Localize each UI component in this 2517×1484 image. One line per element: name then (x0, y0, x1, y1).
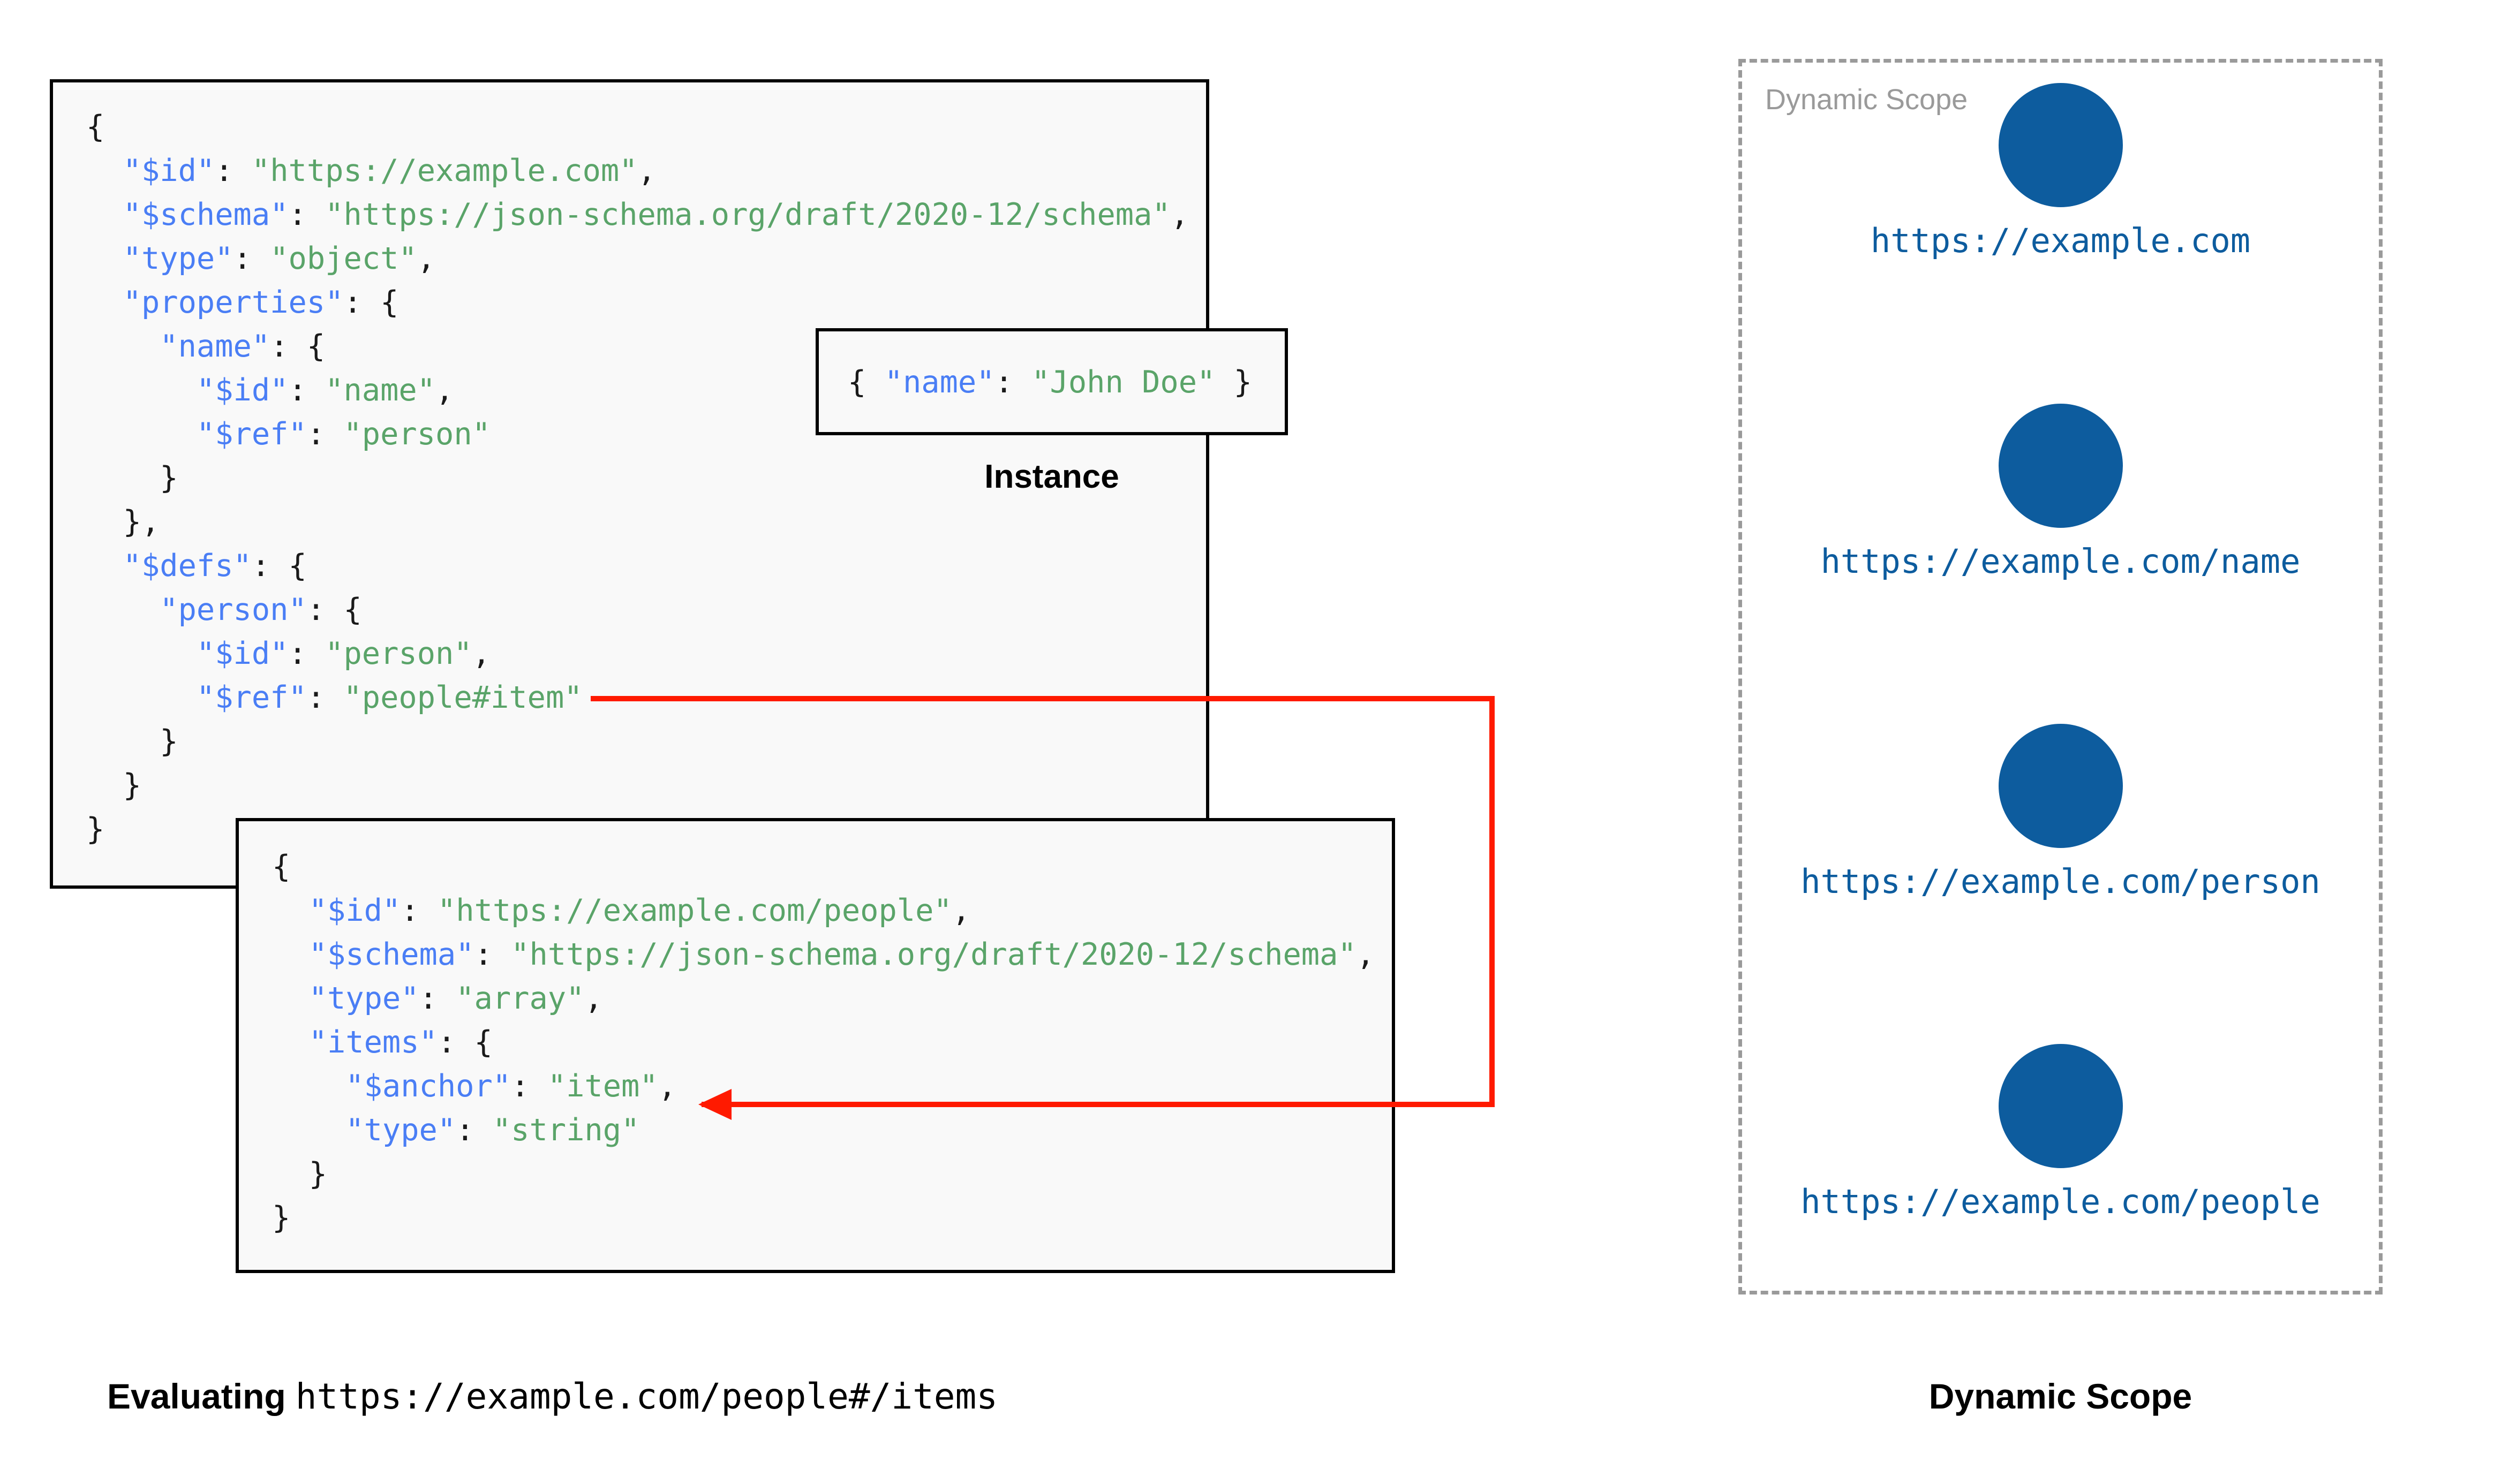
scope-node-label: https://example.com/name (1820, 542, 2301, 581)
scope-node-dot-icon (1998, 1044, 2123, 1168)
scope-node-dot-icon (1998, 724, 2123, 848)
schema-people-code: { "$id": "https://example.com/people", "… (272, 849, 1375, 1236)
scope-node-dot-icon (1998, 83, 2123, 207)
instance-caption: Instance (984, 458, 1119, 495)
scope-node-2: https://example.com/person (1738, 724, 2383, 901)
scope-node-3: https://example.com/people (1738, 1044, 2383, 1221)
dynamic-scope-caption: Dynamic Scope (1928, 1376, 2192, 1416)
scope-node-label: https://example.com (1870, 221, 2251, 260)
schema-people-box: { "$id": "https://example.com/people", "… (236, 818, 1395, 1273)
scope-node-dot-icon (1998, 404, 2123, 528)
instance-code: { "name": "John Doe" } (848, 365, 1252, 400)
dynamic-scope-panel-label: Dynamic Scope (1765, 84, 1968, 116)
scope-node-0: https://example.com (1738, 83, 2383, 260)
scope-node-1: https://example.com/name (1738, 404, 2383, 581)
evaluating-caption-label: Evaluating (107, 1376, 286, 1416)
dynamic-scope-panel (1738, 59, 2383, 1294)
scope-node-label: https://example.com/people (1800, 1182, 2320, 1221)
scope-node-label: https://example.com/person (1800, 862, 2320, 901)
instance-box: { "name": "John Doe" } (816, 328, 1288, 435)
schema-root-code: { "$id": "https://example.com", "$schema… (86, 109, 1189, 847)
evaluating-caption-uri: https://example.com/people#/items (295, 1376, 998, 1417)
